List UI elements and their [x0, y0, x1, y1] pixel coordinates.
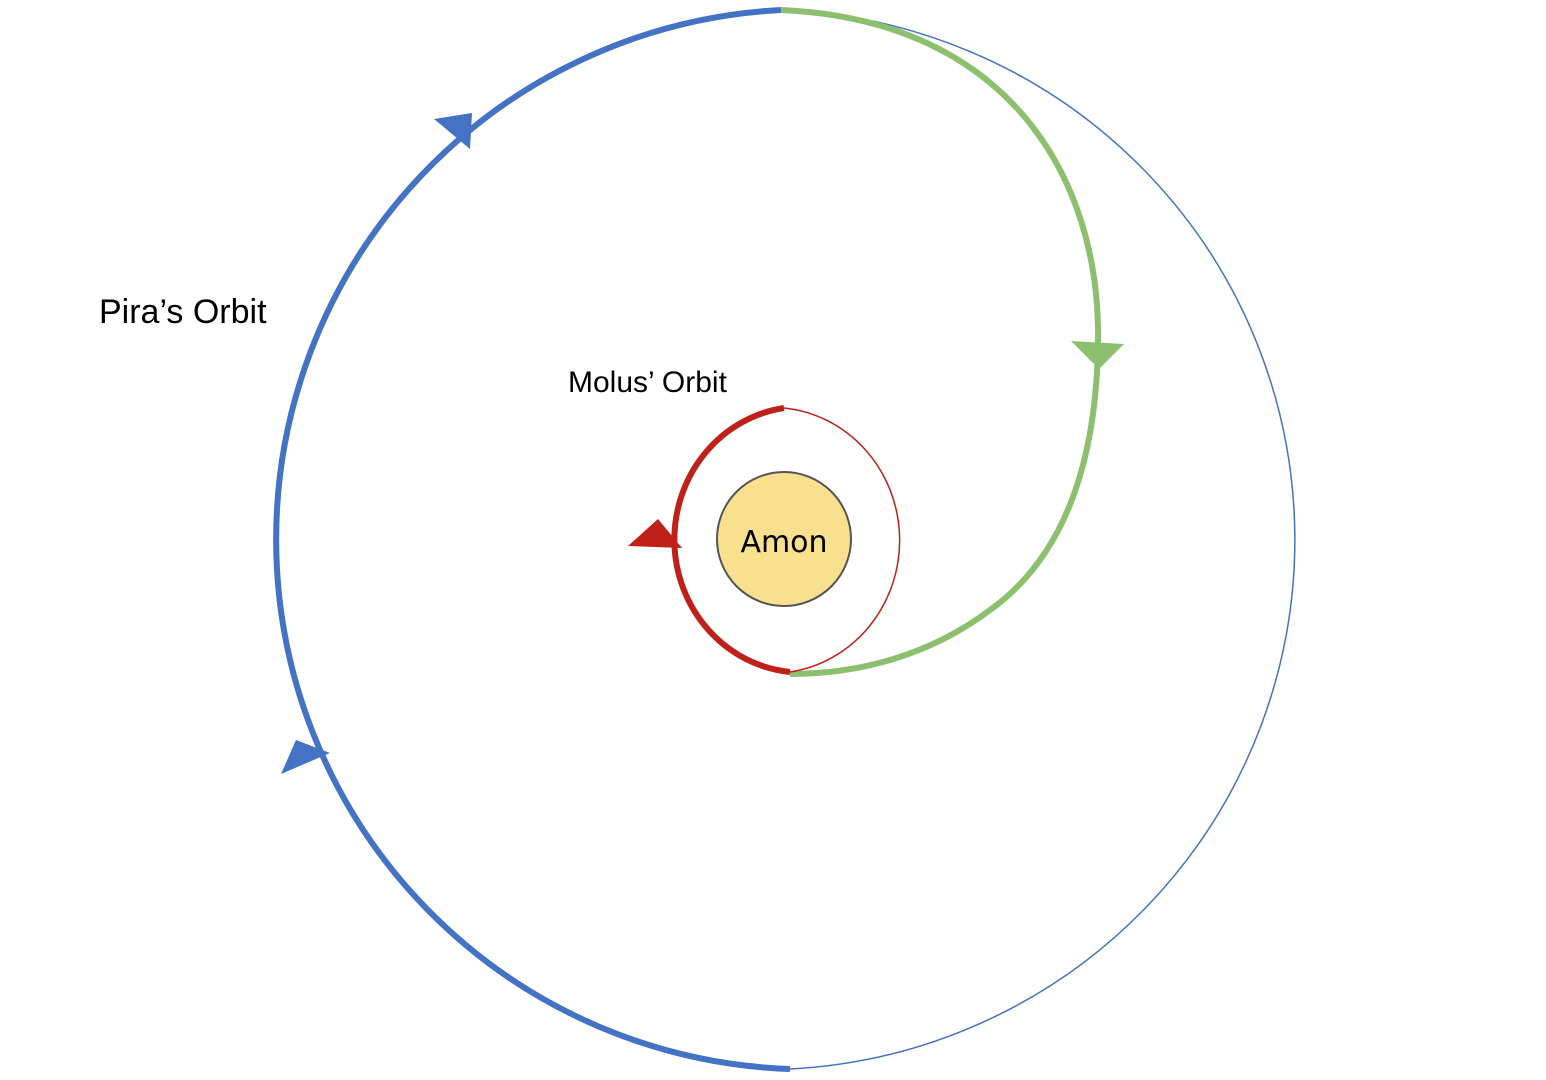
pira-orbit-thin-arc [780, 9, 1296, 1070]
molus-orbit-label: Molus’ Orbit [568, 366, 728, 399]
molus-orbit-arrow [628, 519, 682, 548]
sun-label: Amon [740, 525, 827, 560]
transfer-orbit-arrow [1071, 341, 1124, 369]
pira-orbit-label: Pira’s Orbit [99, 293, 267, 331]
pira-orbit-arrow-upper [434, 113, 472, 149]
sun-amon [716, 471, 852, 607]
molus-orbit-thin-arc [783, 407, 901, 673]
pira-orbit-thick-arc [273, 7, 791, 1072]
pira-orbit-arrow-lower [281, 740, 330, 774]
transfer-orbit-path [780, 7, 1102, 677]
